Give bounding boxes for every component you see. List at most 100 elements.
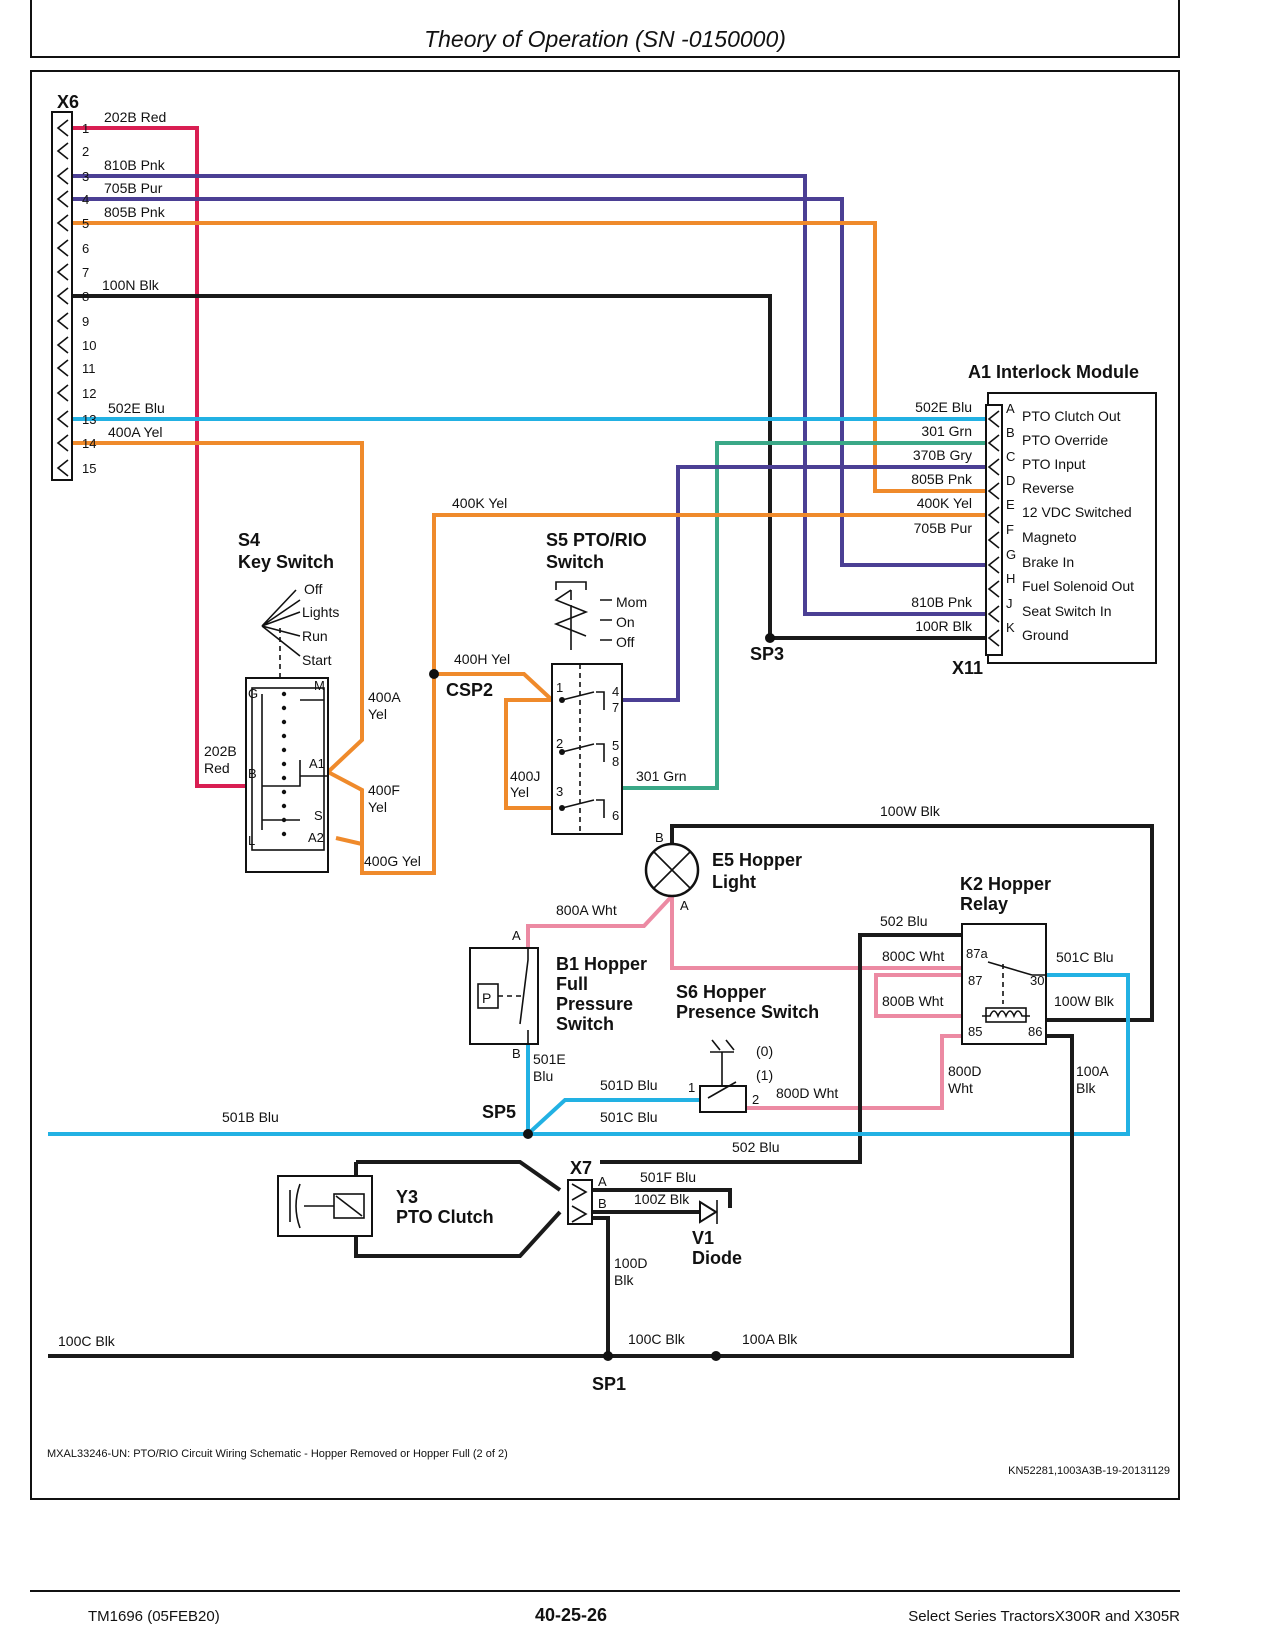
s5-term-4: 4	[612, 684, 619, 699]
k2-pin-87: 87	[968, 973, 982, 988]
key-switch-contact	[281, 691, 287, 697]
label-501f: 501F Blu	[640, 1169, 696, 1185]
a1-chevron	[987, 605, 1000, 623]
x6-wire-202b: 202B Red	[104, 109, 166, 125]
v1-title-2: Diode	[692, 1248, 742, 1268]
a1-chevron	[987, 531, 1000, 549]
x6-pin-number: 7	[82, 265, 89, 280]
wire-705b-pur	[62, 197, 986, 567]
a1-pin-letter: H	[1006, 571, 1015, 586]
key-switch-contact	[281, 761, 287, 767]
a1-title: A1 Interlock Module	[968, 362, 1139, 382]
a1-pin-letter: K	[1006, 620, 1015, 635]
x6-chevron	[56, 434, 69, 452]
csp2-label: CSP2	[446, 680, 493, 700]
x6-chevron	[56, 263, 69, 281]
label-501c-top: 501C Blu	[1056, 949, 1114, 965]
s5-pos-on: On	[616, 614, 635, 630]
a1-pin-function: Magneto	[1022, 529, 1077, 545]
a1-chevron	[987, 580, 1000, 598]
s5-term-1: 1	[556, 680, 563, 695]
a1-pin-function: Fuel Solenoid Out	[1022, 578, 1134, 594]
wire-100w-blk	[670, 824, 1154, 1022]
x6-chevron	[56, 214, 69, 232]
x6-pin-number: 9	[82, 314, 89, 329]
label-100a-v: 100A	[1076, 1063, 1109, 1079]
s4-pos-lights: Lights	[302, 604, 339, 620]
a1-wire-label: 810B Pnk	[911, 594, 973, 610]
s6-pos-1: (1)	[756, 1067, 773, 1083]
label-400j: 400J	[510, 768, 540, 784]
wire-800d-wht	[746, 1034, 966, 1110]
x6-wire-705b: 705B Pur	[104, 180, 163, 196]
s4-term-a1: A1	[309, 756, 325, 771]
y3-title-1: Y3	[396, 1187, 418, 1207]
wire-y3-bot	[354, 1210, 562, 1258]
label-800d-wht: Wht	[948, 1080, 973, 1096]
s5-title-2: Switch	[546, 552, 604, 572]
pto-switch-blade	[561, 743, 605, 762]
x6-chevron	[56, 312, 69, 330]
a1-chevron	[987, 482, 1000, 500]
e5-pin-b: B	[655, 830, 664, 845]
x11-label: X11	[952, 658, 983, 678]
s4-term-a2: A2	[308, 830, 324, 845]
s4-title-1: S4	[238, 530, 260, 550]
wire-400k-yel	[335, 513, 986, 875]
s6-pin-2: 2	[752, 1092, 759, 1107]
x6-wire-810b: 810B Pnk	[104, 157, 166, 173]
a1-chevron	[987, 458, 1000, 476]
x6-chevron	[56, 459, 69, 477]
e5-title-2: Light	[712, 872, 756, 892]
x6-chevron	[56, 287, 69, 305]
key-switch-contact	[281, 817, 287, 823]
v1-title-1: V1	[692, 1228, 714, 1248]
x6-pin-number: 11	[82, 361, 96, 376]
label-100a-blk: Blk	[1076, 1080, 1096, 1096]
s4-term-b: B	[248, 766, 257, 781]
a1-chevron	[987, 506, 1000, 524]
label-400a: 400A	[368, 689, 401, 705]
label-400f: 400F	[368, 782, 400, 798]
wire-labels: 400K Yel 400H Yel 400A Yel 400F Yel 400G…	[58, 495, 1115, 1349]
sp1-label: SP1	[592, 1374, 626, 1394]
x6-pin-number: 4	[82, 192, 89, 207]
s5-pos-off: Off	[616, 634, 635, 650]
label-202b-red: Red	[204, 760, 230, 776]
label-202b: 202B	[204, 743, 237, 759]
wire-370b-gry	[616, 465, 986, 702]
a1-pin-function: Ground	[1022, 627, 1069, 643]
b1-title-4: Switch	[556, 1014, 614, 1034]
x6-chevron	[56, 167, 69, 185]
a1-chevron	[987, 556, 1000, 574]
label-400h: 400H Yel	[454, 651, 510, 667]
wire-100n-blk	[62, 294, 772, 638]
a1-chevron	[987, 434, 1000, 452]
wire-502-blu	[600, 933, 962, 1164]
key-switch-contact	[281, 775, 287, 781]
label-400k: 400K Yel	[452, 495, 507, 511]
footer-page-number: 40-25-26	[535, 1605, 608, 1625]
e5-hopper-light: B A E5 Hopper Light	[644, 830, 802, 913]
diagram-frame	[30, 70, 1180, 1500]
s5-term-7: 7	[612, 700, 619, 715]
label-100c-mid: 100C Blk	[628, 1331, 686, 1347]
page-title: Theory of Operation (SN -0150000)	[424, 26, 786, 52]
x6-pin-number: 1	[82, 121, 89, 136]
e5-title-1: E5 Hopper	[712, 850, 802, 870]
label-400g: 400G Yel	[364, 853, 421, 869]
s4-title-2: Key Switch	[238, 552, 334, 572]
key-switch-contact	[281, 705, 287, 711]
figure-caption: MXAL33246-UN: PTO/RIO Circuit Wiring Sch…	[47, 1448, 508, 1460]
x6-wire-502e: 502E Blu	[108, 400, 165, 416]
key-switch-contact	[281, 719, 287, 725]
k2-pin-87a: 87a	[966, 946, 988, 961]
a1-wire-label: 805B Pnk	[911, 471, 973, 487]
footer-manual-id: TM1696 (05FEB20)	[88, 1608, 220, 1625]
a1-pin-function: 12 VDC Switched	[1022, 504, 1132, 520]
label-800b: 800B Wht	[882, 993, 944, 1009]
x6-chevron	[56, 410, 69, 428]
key-switch-contact	[281, 733, 287, 739]
